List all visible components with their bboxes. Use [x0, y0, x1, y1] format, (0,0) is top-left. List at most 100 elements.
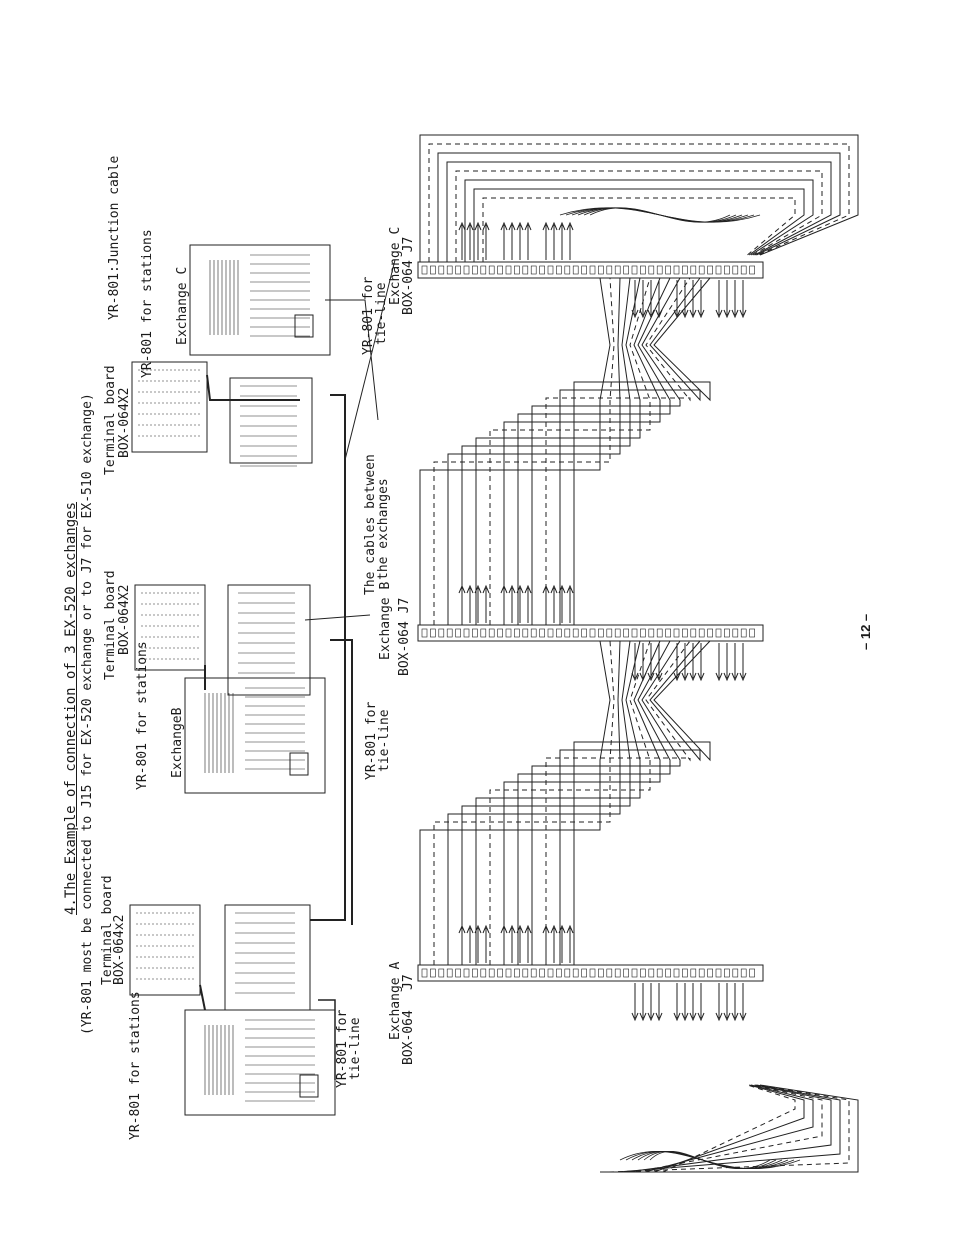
- arrow-c-head: [458, 221, 466, 231]
- arrow-down-b-head: [655, 672, 663, 682]
- terminal-strip-a: [417, 964, 764, 982]
- terminal-strip-b-pin: [656, 628, 663, 638]
- terminal-strip-c-pin: [480, 265, 487, 275]
- arrow-down-a-head: [697, 1012, 705, 1022]
- terminal-strip-b-pin: [421, 628, 428, 638]
- terminal-strip-c-pin: [690, 265, 697, 275]
- arrow-b-head: [558, 584, 566, 594]
- arrow-a-head: [542, 924, 550, 934]
- link-a-to-b: [517, 640, 671, 965]
- arrow-b-head: [482, 584, 490, 594]
- arrow-down-a-head: [731, 1012, 739, 1022]
- arrow-a-head: [466, 924, 474, 934]
- terminal-strip-b-pin: [698, 628, 705, 638]
- terminal-strip-c-pin: [556, 265, 562, 275]
- terminal-strip-c-pin: [648, 265, 655, 275]
- tie-line-pointer-c: [325, 299, 379, 421]
- terminal-strip-c-pin: [589, 265, 596, 275]
- terminal-strip-a-pin: [631, 968, 638, 978]
- arrow-a-head: [558, 924, 566, 934]
- terminal-strip-b-pin: [673, 628, 680, 638]
- terminal-strip-b-pin: [707, 628, 713, 638]
- terminal-strip-a-pin: [749, 968, 755, 978]
- terminal-strip-c-pin: [572, 265, 579, 275]
- arrow-down-a-head: [655, 1012, 663, 1022]
- arrow-down-b-head: [739, 672, 747, 682]
- exchange-b-cabinet: [184, 677, 326, 794]
- terminal-strip-a-pin: [682, 968, 688, 978]
- twist-bottom: [649, 1150, 771, 1170]
- exchange-a-cabinet: [184, 1009, 336, 1116]
- terminal-strip-a-pin: [480, 968, 487, 978]
- exchange-c-cabinet-panel: [294, 314, 314, 338]
- tieline-cable-label-a2: tie-line: [348, 1017, 363, 1080]
- box064-label-a: BOX-064: [401, 1010, 416, 1065]
- terminal-strip-b-pin: [572, 628, 579, 638]
- link-b-to-c: [545, 277, 691, 625]
- terminal-strip-a-pin: [446, 968, 453, 978]
- terminal-strip-b-pin: [606, 628, 613, 638]
- arrow-a-head: [482, 924, 490, 934]
- arrow-c-head: [466, 221, 474, 231]
- terminal-board-c: [131, 361, 208, 453]
- terminal-strip-a-pin: [539, 968, 545, 978]
- terminal-strip-a-pin: [572, 968, 579, 978]
- stations-cable-label-c: YR-801 for stations: [140, 229, 155, 378]
- terminal-strip-c-pin: [640, 265, 646, 275]
- arrow-c-head: [474, 221, 482, 231]
- exchange-b-pointer: [304, 614, 371, 621]
- terminal-strip-c-pin: [707, 265, 713, 275]
- arrow-down-b-head: [639, 672, 647, 682]
- arrow-c-head: [516, 221, 524, 231]
- terminal-strip-a-pin: [732, 968, 739, 978]
- terminal-strip-a-pin: [564, 968, 571, 978]
- terminal-strip-a-pin: [505, 968, 512, 978]
- arrow-a-head: [516, 924, 524, 934]
- terminal-strip-a-pin: [472, 968, 478, 978]
- terminal-strip-c-pin: [740, 265, 747, 275]
- arrow-down-c-head: [673, 309, 681, 319]
- exchange-a-cabinet-panel: [299, 1074, 319, 1098]
- terminal-strip-b-pin: [623, 628, 629, 638]
- arrow-a-head: [508, 924, 516, 934]
- terminal-strip-c-pin: [505, 265, 512, 275]
- page-number: – 12 –: [858, 613, 873, 650]
- terminal-strip-b-pin: [749, 628, 755, 638]
- terminal-strip-c-pin: [522, 265, 529, 275]
- terminal-strip-c-pin: [698, 265, 705, 275]
- terminal-board-label-c: Terminal board: [103, 365, 118, 475]
- terminal-strip-c-pin: [472, 265, 478, 275]
- terminal-strip-a-pin: [556, 968, 562, 978]
- terminal-strip-b-pin: [640, 628, 646, 638]
- loop-bottom-wire: [600, 1084, 859, 1173]
- arrow-down-a-head: [739, 1012, 747, 1022]
- terminal-strip-c-pin: [547, 265, 554, 275]
- link-b-to-c: [573, 277, 711, 625]
- terminal-strip-a-pin: [707, 968, 713, 978]
- arrow-c-head: [550, 221, 558, 231]
- terminal-strip-b-pin: [598, 628, 604, 638]
- link-b-to-c: [503, 277, 661, 625]
- terminal-strip-b-pin: [547, 628, 554, 638]
- terminal-strip-a-pin: [614, 968, 621, 978]
- arrow-b-head: [466, 584, 474, 594]
- terminal-strip-a-pin: [421, 968, 428, 978]
- tie-line-trunk: [310, 394, 346, 921]
- arrow-b-head: [500, 584, 508, 594]
- arrow-down-c-head: [639, 309, 647, 319]
- link-a-to-b: [573, 640, 711, 965]
- terminal-strip-b-pin: [430, 628, 436, 638]
- terminal-board-a: [129, 904, 201, 996]
- loop-top-wire: [464, 179, 814, 262]
- terminal-strip-b-pin: [438, 628, 445, 638]
- terminal-strip-c-pin: [530, 265, 537, 275]
- link-a-to-b: [447, 640, 621, 965]
- terminal-strip-a-pin: [715, 968, 722, 978]
- stations-cable-label-a: YR-801 for stations: [128, 991, 143, 1140]
- terminal-strip-a-pin: [514, 968, 520, 978]
- arrow-b-head: [550, 584, 558, 594]
- box-064x2-a: [224, 904, 311, 1011]
- arrow-down-c-head: [723, 309, 731, 319]
